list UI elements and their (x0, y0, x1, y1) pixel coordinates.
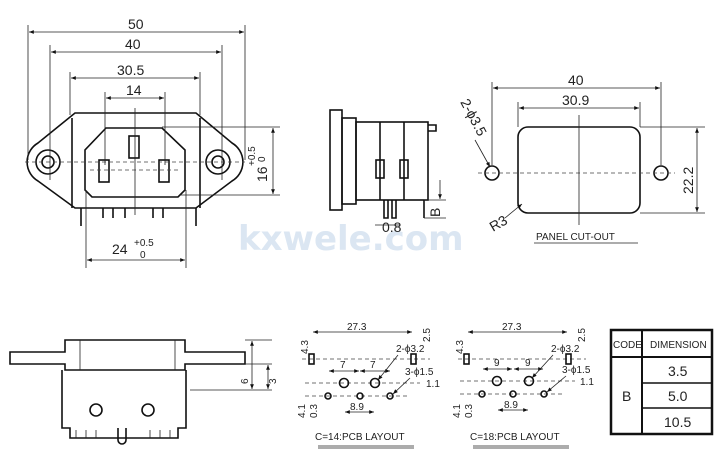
pitch-b: 9 (525, 358, 531, 369)
side-view: 0.8 B (329, 109, 446, 235)
dim-1-1: 1.1 (426, 379, 440, 390)
dim-14: 14 (126, 82, 142, 98)
table-value: 3.5 (668, 363, 688, 379)
dim-1-1: 1.1 (580, 377, 594, 388)
small-holes: 3-ϕ1.5 (562, 365, 591, 376)
watermark: kxwele.com (238, 219, 464, 259)
big-holes: 2-ϕ3.2 (396, 344, 425, 355)
dim-3: 3 (268, 378, 279, 384)
dim-27-3: 27.3 (347, 322, 367, 333)
holes-label: 2-ϕ3.5 (457, 96, 490, 139)
dim-30-5: 30.5 (117, 62, 144, 78)
dim-8-9: 8.9 (504, 400, 518, 411)
tol-plus: +0.5 (134, 238, 154, 249)
table-value: 10.5 (664, 414, 691, 430)
tol-plus: +0.5 (247, 146, 258, 166)
dimension-table: CODE DIMENSION B 3.5 5.0 10.5 (609, 328, 714, 436)
tol-minus: 0 (140, 250, 146, 261)
panel-cutout: 40 30.9 22.2 2-ϕ3.5 R3 PANEL CUT-OUT (457, 72, 705, 244)
dim-2-5: 2.5 (422, 328, 433, 342)
dim-50: 50 (128, 16, 144, 32)
panel-cutout-label: PANEL CUT-OUT (536, 232, 615, 243)
table-code: B (622, 388, 631, 404)
table-value: 5.0 (668, 388, 688, 404)
dim-4-1: 4.1 (297, 404, 308, 418)
pitch-b: 7 (370, 360, 376, 371)
dim-16: 16 (254, 166, 270, 182)
tol-minus: 0 (257, 156, 268, 162)
dim-30-9: 30.9 (562, 92, 589, 108)
dim-4-1: 4.1 (452, 404, 463, 418)
dim-0-3: 0.3 (309, 404, 320, 418)
dim-40: 40 (125, 36, 141, 52)
dim-24: 24 (112, 241, 128, 257)
small-holes: 3-ϕ1.5 (405, 367, 434, 378)
dim-6: 6 (240, 378, 251, 384)
dim-b: B (427, 208, 443, 217)
dim-0-3: 0.3 (464, 404, 475, 418)
pitch-a: 9 (494, 358, 500, 369)
dim-2-5: 2.5 (577, 328, 588, 342)
radius-label: R3 (487, 212, 511, 235)
table-header-dimension: DIMENSION (650, 340, 707, 351)
dim-4-3: 4.3 (455, 340, 466, 354)
pcb-layout-18: 27.3 4.3 2.5 9 9 8.9 2-ϕ3.2 3-ϕ1.5 1.1 4… (452, 322, 594, 449)
pcb-14-label: C=14:PCB LAYOUT (315, 432, 405, 443)
dim-8-9: 8.9 (350, 402, 364, 413)
pcb-layout-14: 27.3 4.3 2.5 7 7 8.9 2-ϕ3.2 3-ϕ1.5 1.1 4… (297, 322, 440, 449)
dim-0-8: 0.8 (382, 219, 402, 235)
pitch-a: 7 (340, 360, 346, 371)
dim-40-panel: 40 (568, 72, 584, 88)
pcb-18-label: C=18:PCB LAYOUT (470, 432, 560, 443)
big-holes: 2-ϕ3.2 (551, 344, 580, 355)
table-header-code: CODE (613, 340, 642, 351)
dim-4-3: 4.3 (300, 340, 311, 354)
dim-22-2: 22.2 (680, 167, 696, 194)
bottom-view: 6 3 (9, 339, 279, 445)
dim-27-3: 27.3 (502, 322, 522, 333)
front-view: 50 40 30.5 14 16 +0.5 0 24 +0.5 0 (25, 16, 280, 268)
